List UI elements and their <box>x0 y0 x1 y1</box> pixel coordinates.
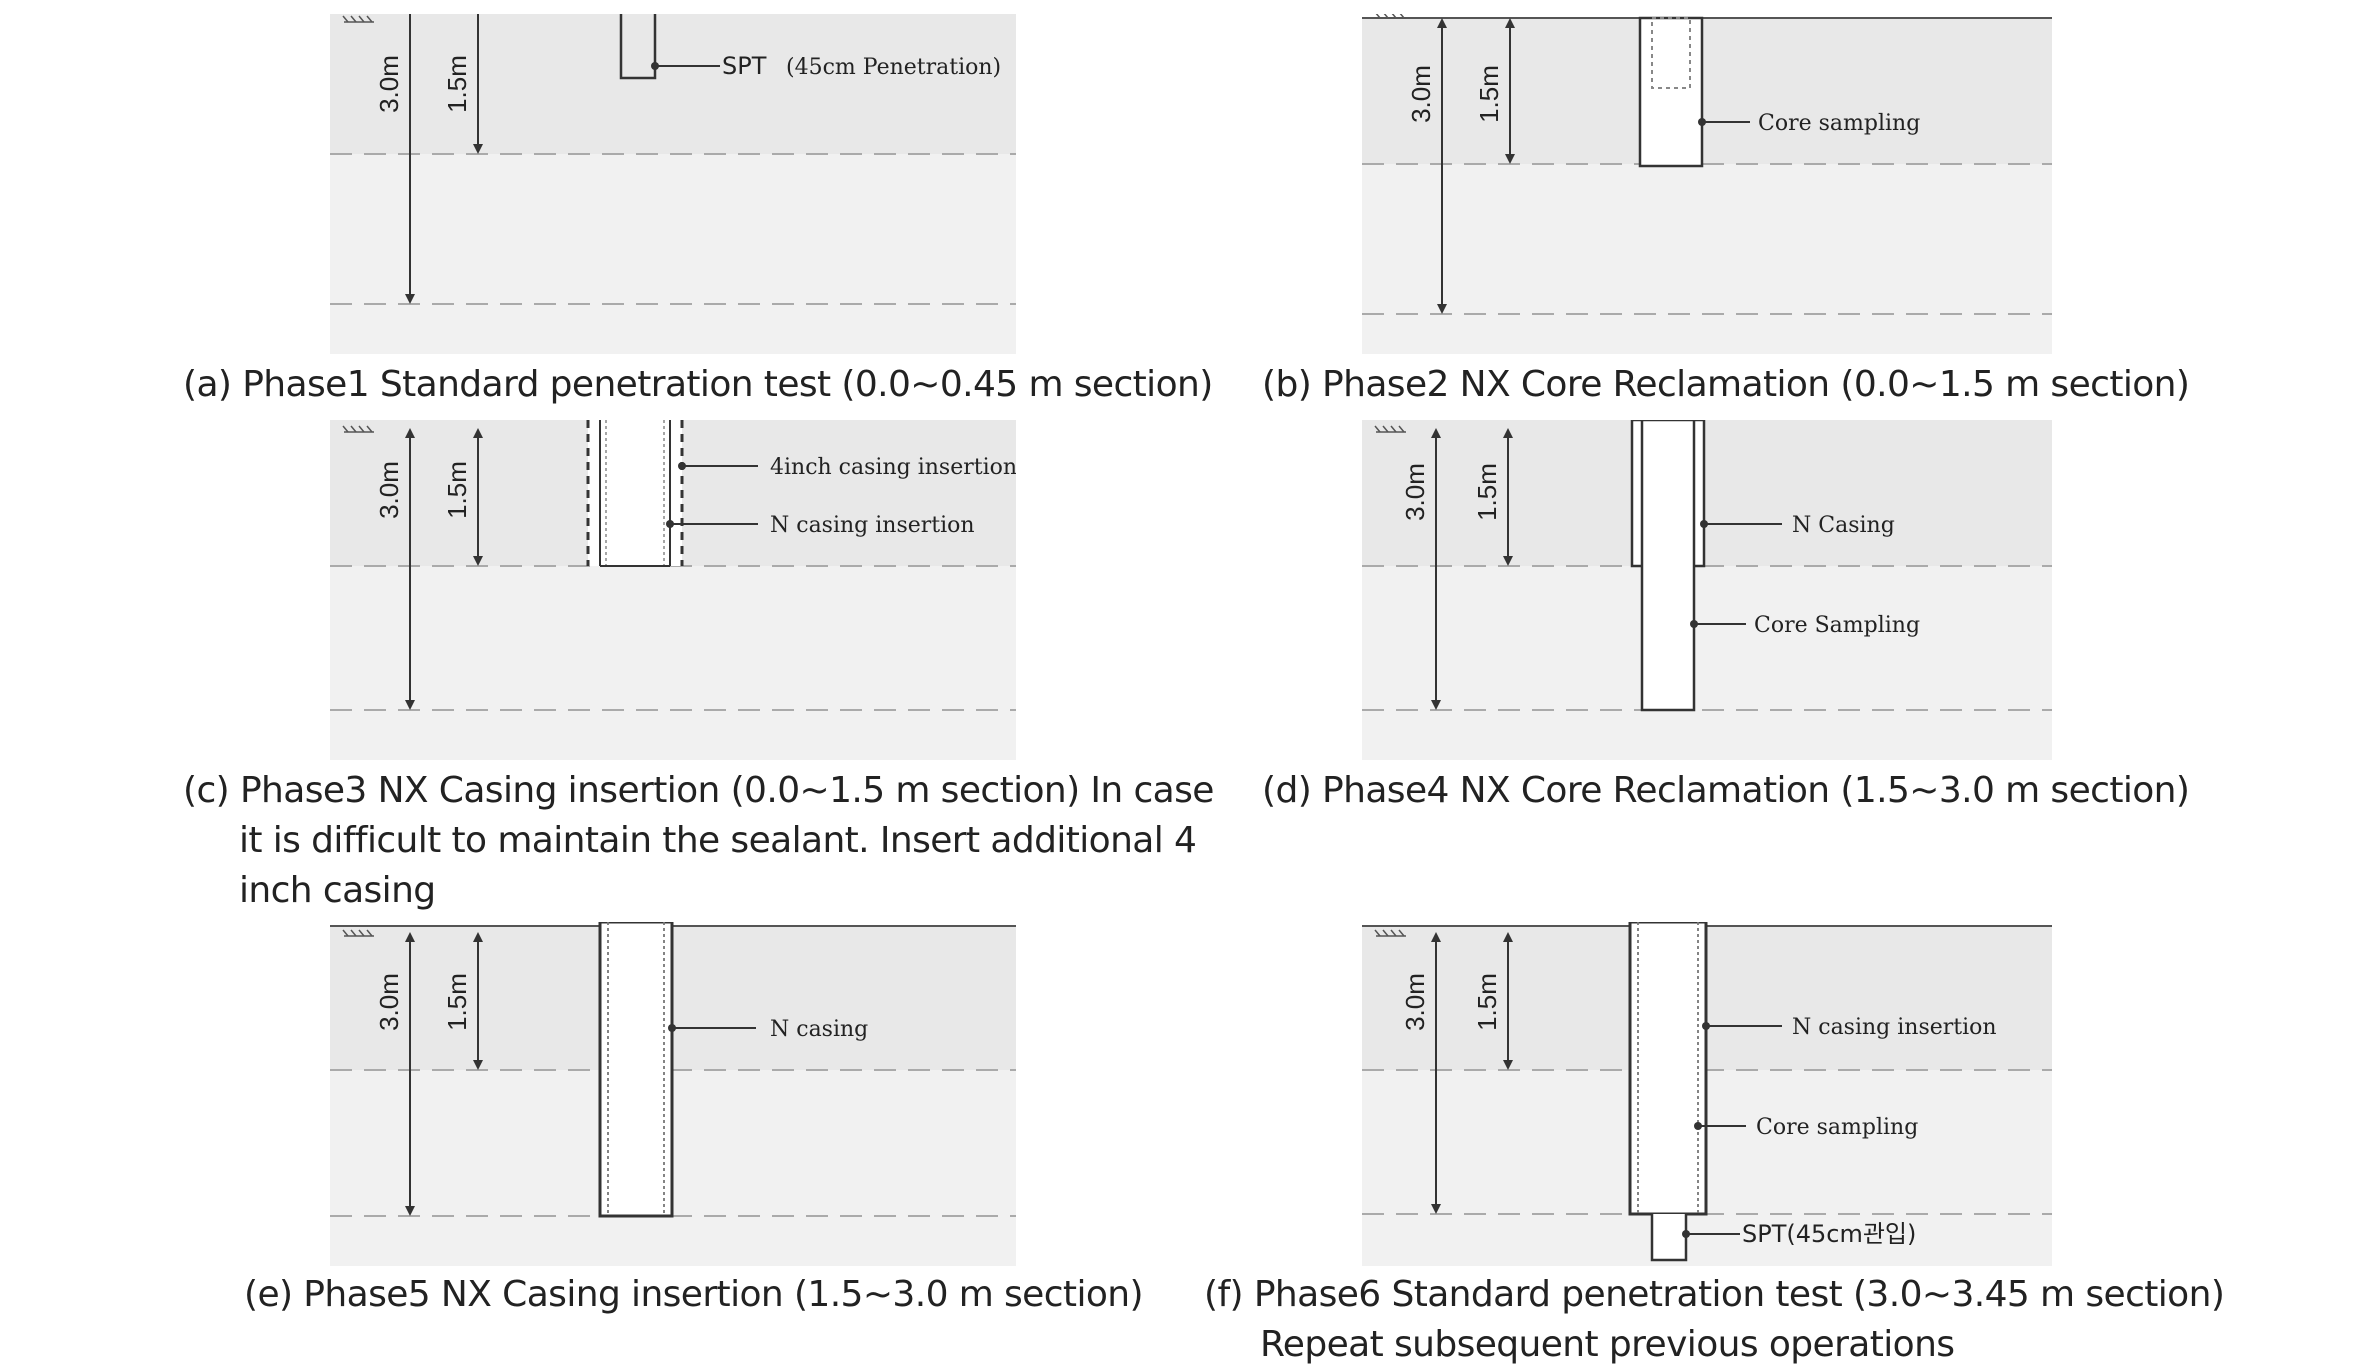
caption-c-line-2: it is difficult to maintain the sealant.… <box>239 820 1197 861</box>
caption-d-line: Phase4 NX Core Reclamation (1.5~3.0 m se… <box>1322 770 2190 811</box>
caption-a: (a) Phase1 Standard penetration test (0.… <box>183 360 1213 410</box>
caption-e: (e) Phase5 NX Casing insertion (1.5~3.0 … <box>244 1270 1144 1320</box>
depth-half-label: 1.5m <box>442 461 472 519</box>
caption-b: (b) Phase2 NX Core Reclamation (0.0~1.5 … <box>1262 360 2190 410</box>
depth-total-label: 3.0m <box>374 461 404 519</box>
n-casing-label: N Casing <box>1792 513 1895 538</box>
panel-c-diagram: 3.0m 1.5m 4inch casing insertion N casin… <box>330 420 1016 760</box>
caption-e-prefix: (e) <box>244 1274 293 1315</box>
caption-f-line-1: Phase6 Standard penetration test (3.0~3.… <box>1253 1274 2225 1315</box>
depth-half-label: 1.5m <box>442 55 472 113</box>
ground-hatch <box>1375 14 1406 19</box>
n-casing-label: N casing insertion <box>770 513 975 538</box>
depth-total-label: 3.0m <box>1400 973 1430 1031</box>
spt-label: SPT(45cm관입) <box>1742 1220 1916 1248</box>
caption-c-prefix: (c) <box>183 770 230 811</box>
ground-hatch <box>342 929 374 937</box>
n-casing-label: N casing insertion <box>1792 1015 1997 1040</box>
core-sampling-label: Core sampling <box>1756 1115 1918 1140</box>
caption-c-line-3: inch casing <box>239 870 436 911</box>
caption-f-prefix: (f) <box>1204 1274 1244 1315</box>
caption-b-prefix: (b) <box>1262 364 1312 405</box>
ground-hatch <box>342 425 374 433</box>
depth-half-label: 1.5m <box>442 973 472 1031</box>
depth-total-label: 3.0m <box>374 55 404 113</box>
spt-detail-label: (45cm Penetration) <box>786 55 1001 80</box>
core-sampling-label: Core Sampling <box>1754 613 1920 638</box>
panel-b-diagram: 3.0m 1.5m Core sampling <box>1362 14 2052 354</box>
caption-a-line: Phase1 Standard penetration test (0.0~0.… <box>242 364 1213 405</box>
caption-d-prefix: (d) <box>1262 770 1312 811</box>
depth-half-label: 1.5m <box>1472 463 1502 521</box>
ground-hatch <box>1374 929 1406 937</box>
depth-total-label: 3.0m <box>1400 463 1430 521</box>
caption-a-prefix: (a) <box>183 364 232 405</box>
caption-e-line: Phase5 NX Casing insertion (1.5~3.0 m se… <box>303 1274 1143 1315</box>
caption-c: (c) Phase3 NX Casing insertion (0.0~1.5 … <box>183 766 1214 916</box>
spt-borehole <box>619 14 657 80</box>
depth-half-label: 1.5m <box>1474 65 1504 123</box>
caption-c-line-1: Phase3 NX Casing insertion (0.0~1.5 m se… <box>239 770 1215 811</box>
panel-d-diagram: 3.0m 1.5m N Casing Core Sampling <box>1362 420 2052 760</box>
caption-d: (d) Phase4 NX Core Reclamation (1.5~3.0 … <box>1262 766 2190 816</box>
n-casing-label: N casing <box>770 1017 868 1042</box>
ground-hatch <box>342 15 374 23</box>
spt-label: SPT <box>722 52 767 80</box>
caption-b-line: Phase2 NX Core Reclamation (0.0~1.5 m se… <box>1322 364 2190 405</box>
depth-total-label: 3.0m <box>374 973 404 1031</box>
caption-f-line-2: Repeat subsequent previous operations <box>1260 1324 1955 1365</box>
caption-f: (f) Phase6 Standard penetration test (3.… <box>1204 1270 2225 1370</box>
depth-half-label: 1.5m <box>1472 973 1502 1031</box>
core-sampling-label: Core sampling <box>1758 111 1920 136</box>
panel-e-diagram: 3.0m 1.5m N casing <box>330 922 1016 1266</box>
depth-total-label: 3.0m <box>1406 65 1436 123</box>
casing-4inch-label: 4inch casing insertion <box>770 455 1016 480</box>
panel-a-diagram: 3.0m 1.5m SPT (45cm Penetration) <box>330 14 1016 354</box>
ground-hatch <box>1374 425 1406 433</box>
panel-f-diagram: 3.0m 1.5m N casing insertion Core sampli… <box>1362 922 2052 1266</box>
